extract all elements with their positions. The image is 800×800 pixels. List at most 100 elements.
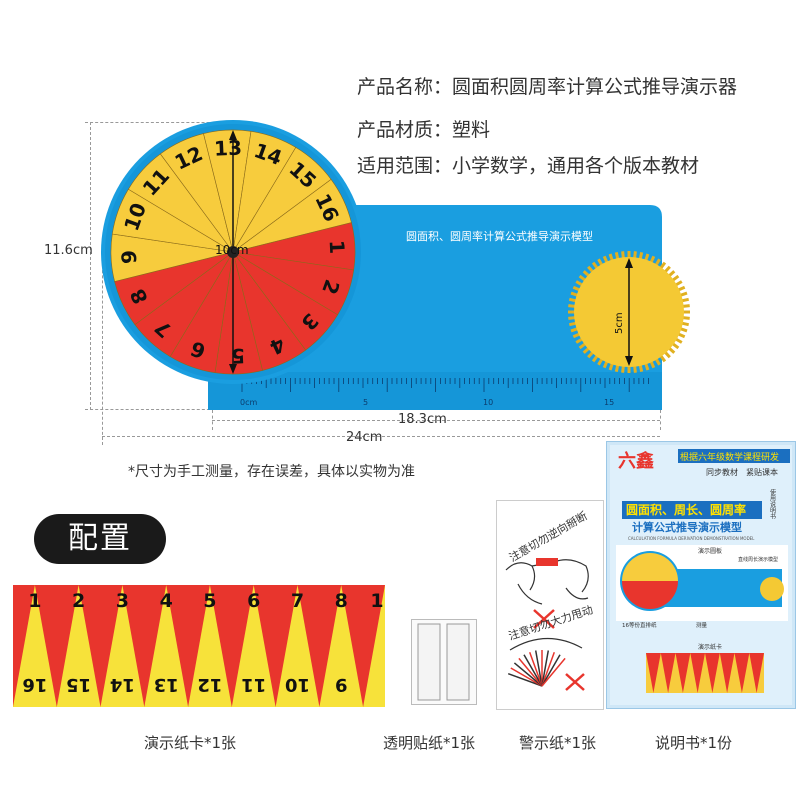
booklet-sub1: 同步教材 <box>706 467 738 477</box>
instruction-booklet: 六鑫 根据六年级数学课程研发 同步教材 紧贴课本 使用说明书 圆面积、周长、圆周… <box>606 441 796 709</box>
card-bottom-number: 9 <box>335 674 348 695</box>
spec-row-scope: 适用范围：小学数学，通用各个版本教材 <box>357 151 699 178</box>
sticker-strip-right <box>446 623 470 701</box>
card-triangle-down <box>253 585 298 707</box>
spec-label: 适用范围： <box>357 155 453 177</box>
caption-sticker: 透明贴纸*1张 <box>383 734 476 752</box>
arc-sketch <box>509 637 583 651</box>
card-top-number: 3 <box>116 590 129 612</box>
disc-diameter-label: 10cm <box>215 243 249 257</box>
dim-total-label: 24cm <box>346 430 383 445</box>
card-top-number: 6 <box>247 590 260 612</box>
disc-sector <box>232 178 352 253</box>
disc-sectors <box>110 129 356 375</box>
card-triangle-up <box>56 585 101 707</box>
card-triangle-down <box>209 585 254 707</box>
booklet-label-ruler: 直线周长演示模型 <box>738 556 778 563</box>
card-triangle-down <box>78 585 123 707</box>
card-triangle-down <box>34 585 79 707</box>
booklet-label-card-title: 演示纸卡 <box>698 643 722 651</box>
card-triangle-down <box>341 585 385 707</box>
spec-value: 小学数学，通用各个版本教材 <box>452 155 700 177</box>
dim-line-height <box>90 122 91 410</box>
ruler-label-5: 5 <box>363 398 368 407</box>
spec-value: 塑料 <box>452 119 491 141</box>
ruler-label-0: 0cm <box>240 398 257 407</box>
card-triangle-down <box>297 585 342 707</box>
dim-tick-total-left <box>102 240 103 445</box>
card-bottom-number: 16 <box>22 674 47 695</box>
dim-height-label: 11.6cm <box>44 243 93 258</box>
board-title: 圆面积、圆周率计算公式推导演示模型 <box>406 229 593 243</box>
card-bottom-number: 12 <box>197 674 222 695</box>
config-heading: 配置 <box>34 514 166 564</box>
spec-value: 圆面积圆周率计算公式推导演示器 <box>452 76 738 98</box>
card-triangle-up <box>275 585 320 707</box>
booklet-side-note: 使用说明书 <box>769 488 776 520</box>
booklet-label-disc: 演示圆板 <box>698 547 722 555</box>
dim-line-top <box>85 122 240 123</box>
arrow-down-icon <box>229 364 237 374</box>
booklet-label-card: 16等份直排纸 <box>622 621 657 629</box>
card-top-number: 1 <box>370 590 383 612</box>
card-triangle-up <box>188 585 232 707</box>
card-top-number: 5 <box>203 590 216 612</box>
booklet-mini-card <box>646 653 764 693</box>
card-bottom-number: 15 <box>66 674 91 695</box>
dim-tick-board-right <box>660 410 661 430</box>
fan-sketch <box>507 650 566 687</box>
transparent-sticker <box>411 619 477 705</box>
spec-label: 产品材质： <box>357 119 453 141</box>
booklet-label-scale: 测量 <box>696 621 708 629</box>
cross-icon <box>533 609 555 629</box>
card-triangle-up <box>319 585 364 707</box>
card-triangle-up <box>363 585 385 707</box>
card-triangle-up <box>100 585 145 707</box>
card-bottom-number: 11 <box>241 674 266 695</box>
card-top-number: 4 <box>160 590 173 612</box>
spec-row-material: 产品材质：塑料 <box>357 115 490 142</box>
spec-label: 产品名称： <box>357 76 453 98</box>
card-triangle-up <box>231 585 276 707</box>
demonstrator-product: 0cm 5 10 15 圆面积、圆周率计算公式推导演示模型 1234567891… <box>101 120 690 410</box>
booklet-subtitle: 计算公式推导演示模型 <box>632 520 742 534</box>
card-top-number: 7 <box>291 590 304 612</box>
small-disc-label: 5cm <box>614 312 625 334</box>
booklet-sub2: 紧贴课本 <box>746 467 778 477</box>
dim-line-bottom <box>85 409 215 410</box>
dim-line-total <box>102 436 660 437</box>
caption-warning: 警示纸*1张 <box>519 734 597 752</box>
disc-center-pin <box>227 246 239 258</box>
spec-row-name: 产品名称：圆面积圆周率计算公式推导演示器 <box>357 72 737 99</box>
dim-line-board <box>212 420 660 421</box>
cross-icon <box>565 673 585 691</box>
card-bottom-number: 10 <box>285 674 310 695</box>
card-triangle-down <box>166 585 210 707</box>
card-triangle-up <box>144 585 189 707</box>
booklet-brand: 六鑫 <box>618 450 654 472</box>
booklet-top-line: 根据六年级数学课程研发 <box>680 451 779 463</box>
card-triangle-down <box>122 585 167 707</box>
caption-card: 演示纸卡*1张 <box>144 734 237 752</box>
card-bottom-number: 14 <box>110 674 135 695</box>
ruler-label-15: 15 <box>604 398 614 407</box>
arrow-up-icon <box>625 258 633 268</box>
disc-number: 1 <box>325 239 350 254</box>
arrow-up-icon <box>229 130 237 140</box>
ruler-strip <box>208 372 662 410</box>
sticker-strip-left <box>417 623 441 701</box>
card-top-number: 1 <box>28 590 41 612</box>
booklet-en-line: CALCULATION FORMULA DERIVATION DEMONSTRA… <box>628 536 755 541</box>
card-top-number: 8 <box>335 590 348 612</box>
ruler-label-10: 10 <box>483 398 493 407</box>
card-bottom-number: 13 <box>154 674 179 695</box>
card-triangles <box>13 585 385 707</box>
arrow-down-icon <box>625 356 633 366</box>
warning-paper: 注意切勿逆向掰断 注意切勿大力甩动 <box>496 500 604 710</box>
card-bottom-numbers: 16 15 14 13 12 11 10 9 <box>22 674 347 695</box>
disc-number: 5 <box>230 344 245 369</box>
booklet-title: 圆面积、周长、圆周率 <box>626 502 746 517</box>
small-gear-disc <box>568 251 690 373</box>
card-triangle-up <box>13 585 57 707</box>
